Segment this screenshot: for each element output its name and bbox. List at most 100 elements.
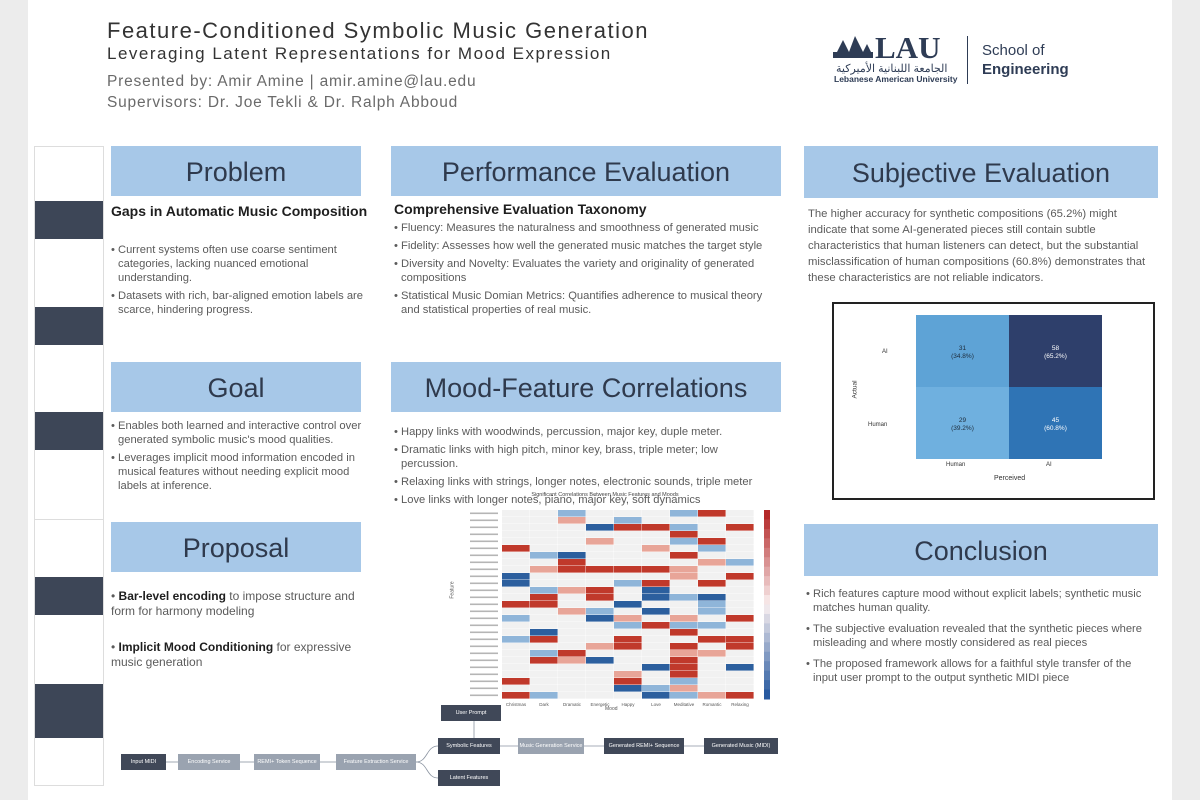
mood-bullets: Happy links with woodwinds, percussion, … [394,425,774,511]
heatmap-cell [502,580,530,587]
heatmap-cell [530,657,558,664]
heatmap-cell [614,580,642,587]
heatmap-cell [614,538,642,545]
heatmap-cell [586,545,614,552]
sidebar-block [35,307,103,345]
heatmap-colorbar-segment [764,651,770,662]
heatmap-cell [642,629,670,636]
heatmap-cell [726,524,754,531]
sidebar-block [35,201,103,239]
heatmap-cell [726,552,754,559]
heatmap-column-label: Dramatic [563,702,582,707]
pipeline-diagram: Input MIDI Encoding Service REMI+ Token … [108,700,808,790]
heatmap-cell [670,594,698,601]
matrix-cell: 29(39.2%) [916,387,1009,459]
heatmap-xlabel: Mood [605,706,618,712]
heatmap-cell [698,531,726,538]
heatmap-cell [586,538,614,545]
heatmap-cell [502,692,530,699]
matrix-ylabel: Actual [851,380,859,399]
heatmap-cell [726,664,754,671]
heatmap-cell [670,664,698,671]
heatmap-cell [530,580,558,587]
conclusion-heading: Conclusion [804,524,1158,576]
heatmap-column-label: Happy [621,702,635,707]
heatmap-cell [614,636,642,643]
heatmap-cell [586,643,614,650]
heatmap-cell [642,531,670,538]
decorative-sidebar [34,146,104,786]
heatmap-cell [726,657,754,664]
matrix-cell: 45(60.8%) [1009,387,1102,459]
heatmap-cell [698,517,726,524]
proposal-item-text: to impose structure and form for harmony… [111,589,355,618]
list-item: The subjective evaluation revealed that … [806,622,1158,650]
heatmap-cell [558,587,586,594]
heatmap-colorbar-segment [764,566,770,577]
heatmap-cell [614,657,642,664]
heatmap-cell [670,524,698,531]
heatmap-cell [726,622,754,629]
heatmap-cell [698,573,726,580]
heatmap-cell [670,671,698,678]
heatmap-cell [642,622,670,629]
conclusion-bullets: Rich features capture mood without expli… [806,587,1158,689]
heatmap-cell [670,510,698,517]
list-item: Love links with longer notes, piano, maj… [394,493,774,507]
heatmap-title: Significant Correlations Between Music F… [531,492,679,498]
heatmap-cell [502,594,530,601]
heatmap-cell [726,566,754,573]
proposal-item-bold: Bar-level encoding [118,589,226,603]
heatmap-colorbar-segment [764,576,770,587]
list-item: Happy links with woodwinds, percussion, … [394,425,774,439]
heatmap-cell [614,524,642,531]
heatmap-cell [530,510,558,517]
heatmap-cell [698,594,726,601]
heatmap-cell [726,545,754,552]
heatmap-cell [530,552,558,559]
heatmap-cell [614,692,642,699]
proposal-item: • Bar-level encoding to impose structure… [111,589,355,618]
performance-heading: Performance Evaluation [391,146,781,196]
heatmap-cell [586,636,614,643]
heatmap-cell [698,622,726,629]
heatmap-row-label [470,561,498,564]
heatmap-cell [502,664,530,671]
heatmap-cell [586,664,614,671]
heatmap-cell [502,615,530,622]
heatmap-cell [530,629,558,636]
heatmap-cell [558,517,586,524]
heatmap-cell [726,538,754,545]
heatmap-cell [698,636,726,643]
heatmap-cell [586,559,614,566]
heatmap-cell [530,587,558,594]
pipeline-symbolic-features: Symbolic Features [438,738,500,754]
heatmap-cell [726,601,754,608]
heatmap-colorbar-segment [764,613,770,624]
heatmap-cell [558,531,586,538]
heatmap-cell [558,573,586,580]
heatmap-cell [586,587,614,594]
matrix-xlabel: Perceived [994,475,1026,482]
goal-heading: Goal [111,362,361,412]
heatmap-cell [530,650,558,657]
heatmap-cell [670,622,698,629]
goal-bullets: Enables both learned and interactive con… [111,419,366,497]
heatmap-cell [698,671,726,678]
heatmap-cell [614,685,642,692]
heatmap-cell [614,559,642,566]
heatmap-row-label [470,526,498,529]
list-item: Fluency: Measures the naturalness and sm… [394,221,769,235]
correlation-heatmap: Significant Correlations Between Music F… [450,492,770,714]
heatmap-cell [586,657,614,664]
heatmap-cell [670,601,698,608]
heatmap-cell [502,657,530,664]
heatmap-row-label [470,666,498,669]
matrix-col-label: Human [946,462,966,468]
heatmap-cell [726,573,754,580]
heatmap-cell [642,615,670,622]
heatmap-cell [502,524,530,531]
heatmap-row-label [470,575,498,578]
heatmap-cell [614,587,642,594]
heatmap-row-label [470,673,498,676]
